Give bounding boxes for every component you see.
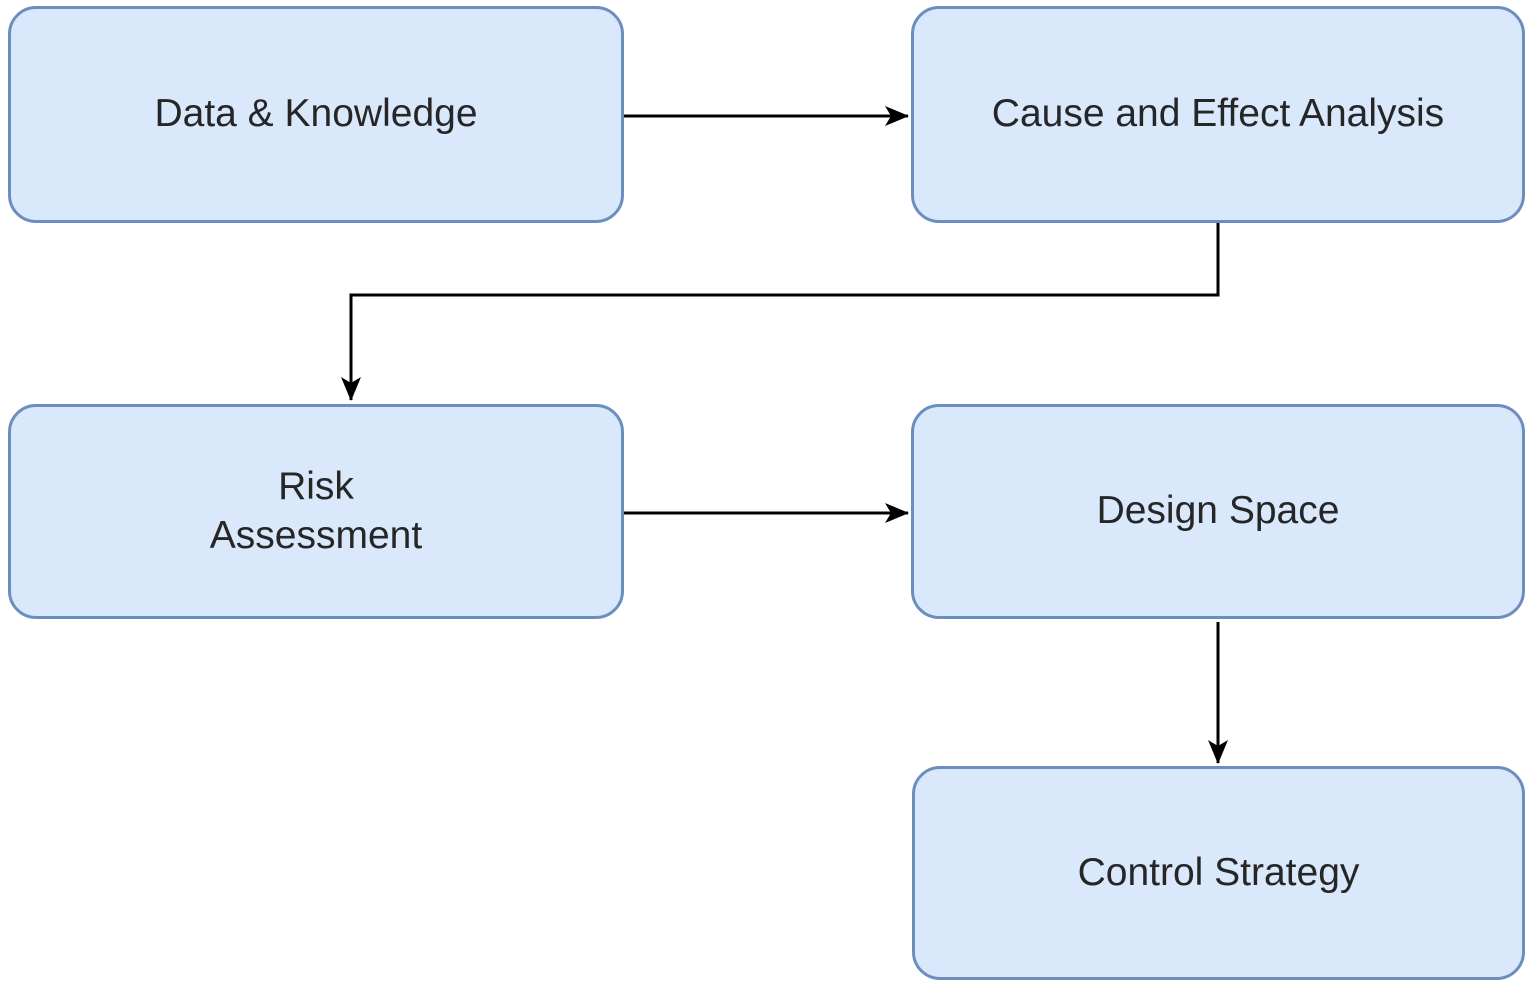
node-data-knowledge: Data & Knowledge: [8, 6, 624, 223]
node-label-cause-effect-analysis: Cause and Effect Analysis: [991, 92, 1445, 136]
node-design-space: Design Space: [911, 404, 1525, 619]
node-risk-assessment: Risk Assessment: [8, 404, 624, 619]
edge-cause-effect-to-risk-assessment: [341, 223, 1220, 401]
node-control-strategy: Control Strategy: [912, 766, 1525, 980]
node-label-control-strategy: Control Strategy: [1077, 850, 1360, 894]
node-cause-effect-analysis: Cause and Effect Analysis: [911, 6, 1525, 223]
node-label-data-knowledge: Data & Knowledge: [154, 92, 478, 136]
node-label-risk-assessment: Risk Assessment: [209, 464, 423, 557]
node-label-design-space: Design Space: [1096, 489, 1340, 533]
